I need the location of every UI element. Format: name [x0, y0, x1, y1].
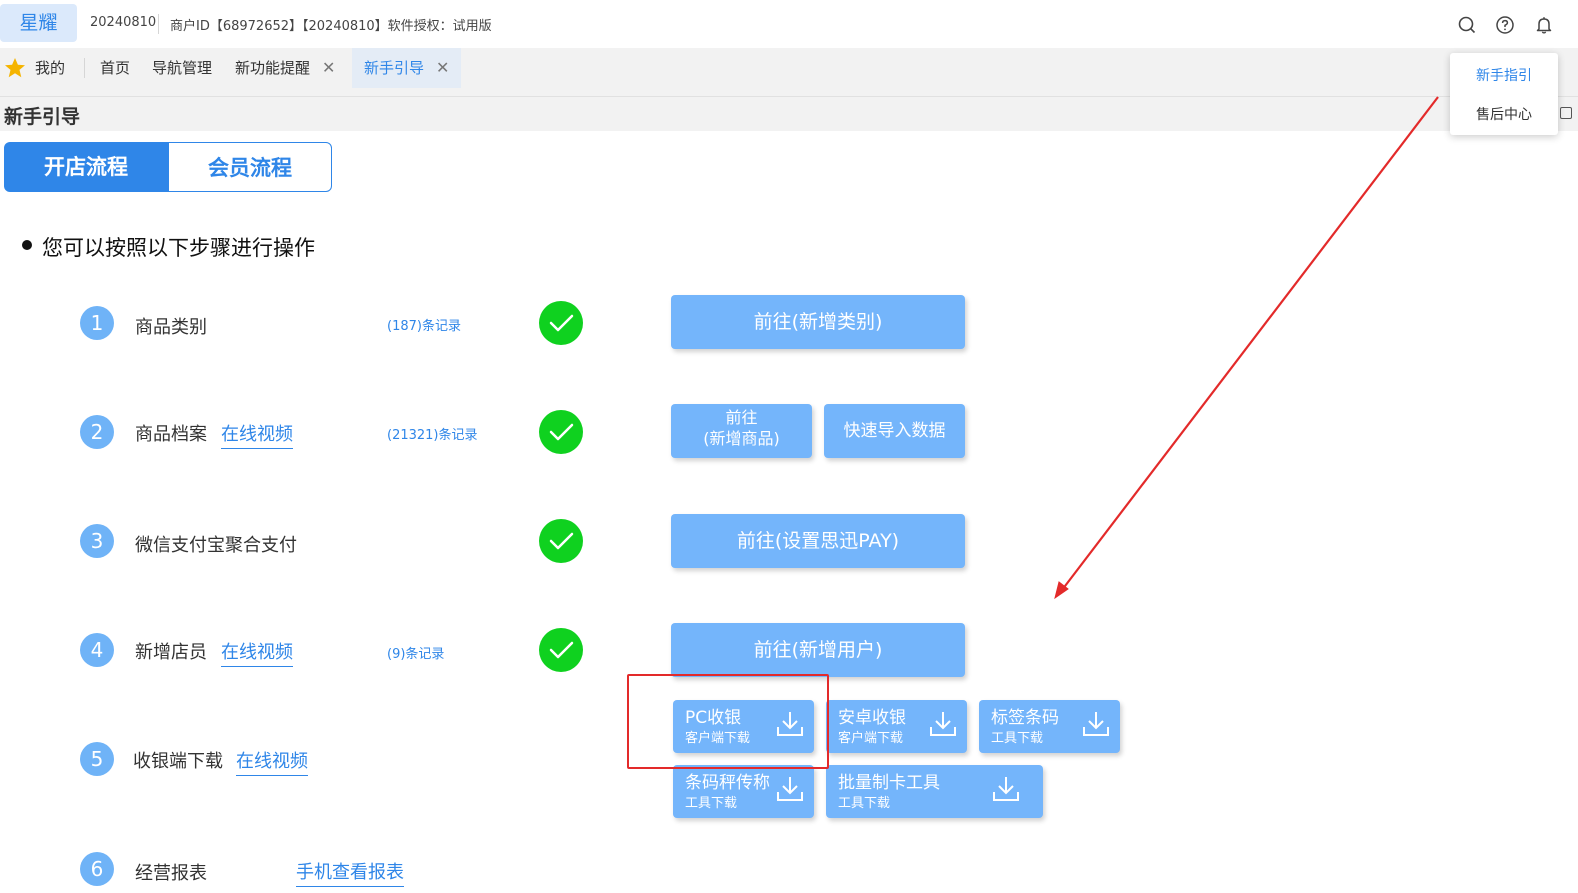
record-count[interactable]: (187)条记录 [387, 319, 461, 334]
intro-text: 您可以按照以下步骤进行操作 [42, 236, 315, 260]
tab-label: 新功能提醒 [235, 59, 311, 77]
tab-mine[interactable]: 我的 [35, 59, 66, 77]
step-label: 商品档案 [135, 424, 207, 445]
download-icon [1083, 712, 1109, 736]
tab-guide[interactable]: 新手引导 ✕ [352, 48, 462, 88]
download-icon [993, 777, 1019, 801]
tab-label: 新手引导 [364, 59, 425, 77]
tab-shop-flow[interactable]: 开店流程 [4, 142, 168, 192]
download-icon [777, 777, 803, 801]
tab-nav-manage[interactable]: 导航管理 [152, 59, 213, 77]
tab-new-feature[interactable]: 新功能提醒 ✕ [235, 48, 335, 88]
quick-import-button[interactable]: 快速导入数据 [824, 404, 965, 458]
goto-setup-pay-button[interactable]: 前往(设置思迅PAY) [671, 514, 965, 568]
step-label: 微信支付宝聚合支付 [135, 535, 297, 556]
button-line: (新增商品) [703, 429, 780, 448]
batch-card-tool-download-button[interactable]: 批量制卡工具 工具下载 [826, 765, 1043, 818]
online-video-link[interactable]: 在线视频 [221, 420, 293, 449]
mobile-report-link[interactable]: 手机查看报表 [296, 858, 404, 887]
check-icon [539, 519, 583, 563]
label-barcode-download-button[interactable]: 标签条码 工具下载 [979, 700, 1120, 753]
step-number: 3 [80, 524, 114, 558]
download-title: PC收银 [685, 708, 742, 728]
help-icon[interactable] [1496, 16, 1514, 34]
page-title: 新手引导 [4, 106, 81, 128]
check-icon [539, 410, 583, 454]
android-cashier-download-button[interactable]: 安卓收银 客户端下载 [826, 700, 967, 753]
download-subtitle: 客户端下载 [685, 731, 751, 746]
step-number: 2 [80, 415, 114, 449]
close-icon[interactable]: ✕ [436, 58, 450, 77]
download-subtitle: 工具下载 [838, 796, 891, 811]
button-line: 前往 [725, 408, 758, 427]
download-icon [777, 712, 803, 736]
tab-member-flow[interactable]: 会员流程 [168, 142, 332, 192]
bullet [22, 240, 32, 250]
download-title: 安卓收银 [838, 708, 906, 728]
close-icon[interactable]: ✕ [322, 58, 336, 77]
step-label: 收银端下载 [133, 751, 223, 772]
merchant-info: 商户ID【68972652】【20240810】软件授权：试用版 [170, 19, 492, 34]
download-subtitle: 工具下载 [685, 796, 738, 811]
version-text: 20240810 [90, 15, 157, 30]
record-count[interactable]: (21321)条记录 [387, 428, 478, 443]
goto-add-category-button[interactable]: 前往(新增类别) [671, 295, 965, 349]
download-subtitle: 客户端下载 [838, 731, 904, 746]
divider [84, 58, 85, 78]
top-bar: 星耀 20240810 商户ID【68972652】【20240810】软件授权… [0, 0, 1578, 48]
check-icon [539, 628, 583, 672]
tab-home[interactable]: 首页 [100, 59, 131, 77]
online-video-link[interactable]: 在线视频 [236, 747, 308, 776]
divider [158, 14, 159, 34]
tab-bar: 我的 首页 导航管理 新功能提醒 ✕ 新手引导 ✕ [0, 48, 1578, 97]
step-label: 新增店员 [135, 642, 207, 663]
check-icon [539, 301, 583, 345]
pc-cashier-download-button[interactable]: PC收银 客户端下载 [673, 700, 814, 753]
bell-icon[interactable] [1535, 16, 1553, 34]
step-number: 4 [80, 633, 114, 667]
annotation-highlight-box [627, 674, 829, 769]
step-number: 6 [80, 852, 114, 886]
menu-item-after-sales[interactable]: 售后中心 [1476, 107, 1532, 123]
download-icon [930, 712, 956, 736]
goto-add-product-button[interactable]: 前往 (新增商品) [671, 404, 812, 458]
online-video-link[interactable]: 在线视频 [221, 638, 293, 667]
goto-add-user-button[interactable]: 前往(新增用户) [671, 623, 965, 677]
step-label: 经营报表 [135, 863, 207, 884]
help-dropdown-menu: 新手指引 售后中心 [1450, 53, 1558, 135]
download-subtitle: 工具下载 [991, 731, 1044, 746]
download-title: 批量制卡工具 [838, 773, 940, 793]
menu-item-beginner-guide[interactable]: 新手指引 [1476, 68, 1532, 84]
checkbox[interactable] [1560, 107, 1572, 119]
step-number: 1 [80, 306, 114, 340]
download-title: 标签条码 [991, 708, 1059, 728]
search-icon[interactable] [1458, 16, 1476, 34]
record-count[interactable]: (9)条记录 [387, 647, 445, 662]
page-title-bar: 新手引导 [0, 97, 1578, 131]
step-number: 5 [80, 742, 114, 776]
app-logo: 星耀 [0, 4, 77, 42]
star-icon [5, 58, 25, 78]
download-title: 条码秤传称 [685, 773, 770, 793]
scale-transfer-download-button[interactable]: 条码秤传称 工具下载 [673, 765, 814, 818]
step-label: 商品类别 [135, 317, 207, 338]
